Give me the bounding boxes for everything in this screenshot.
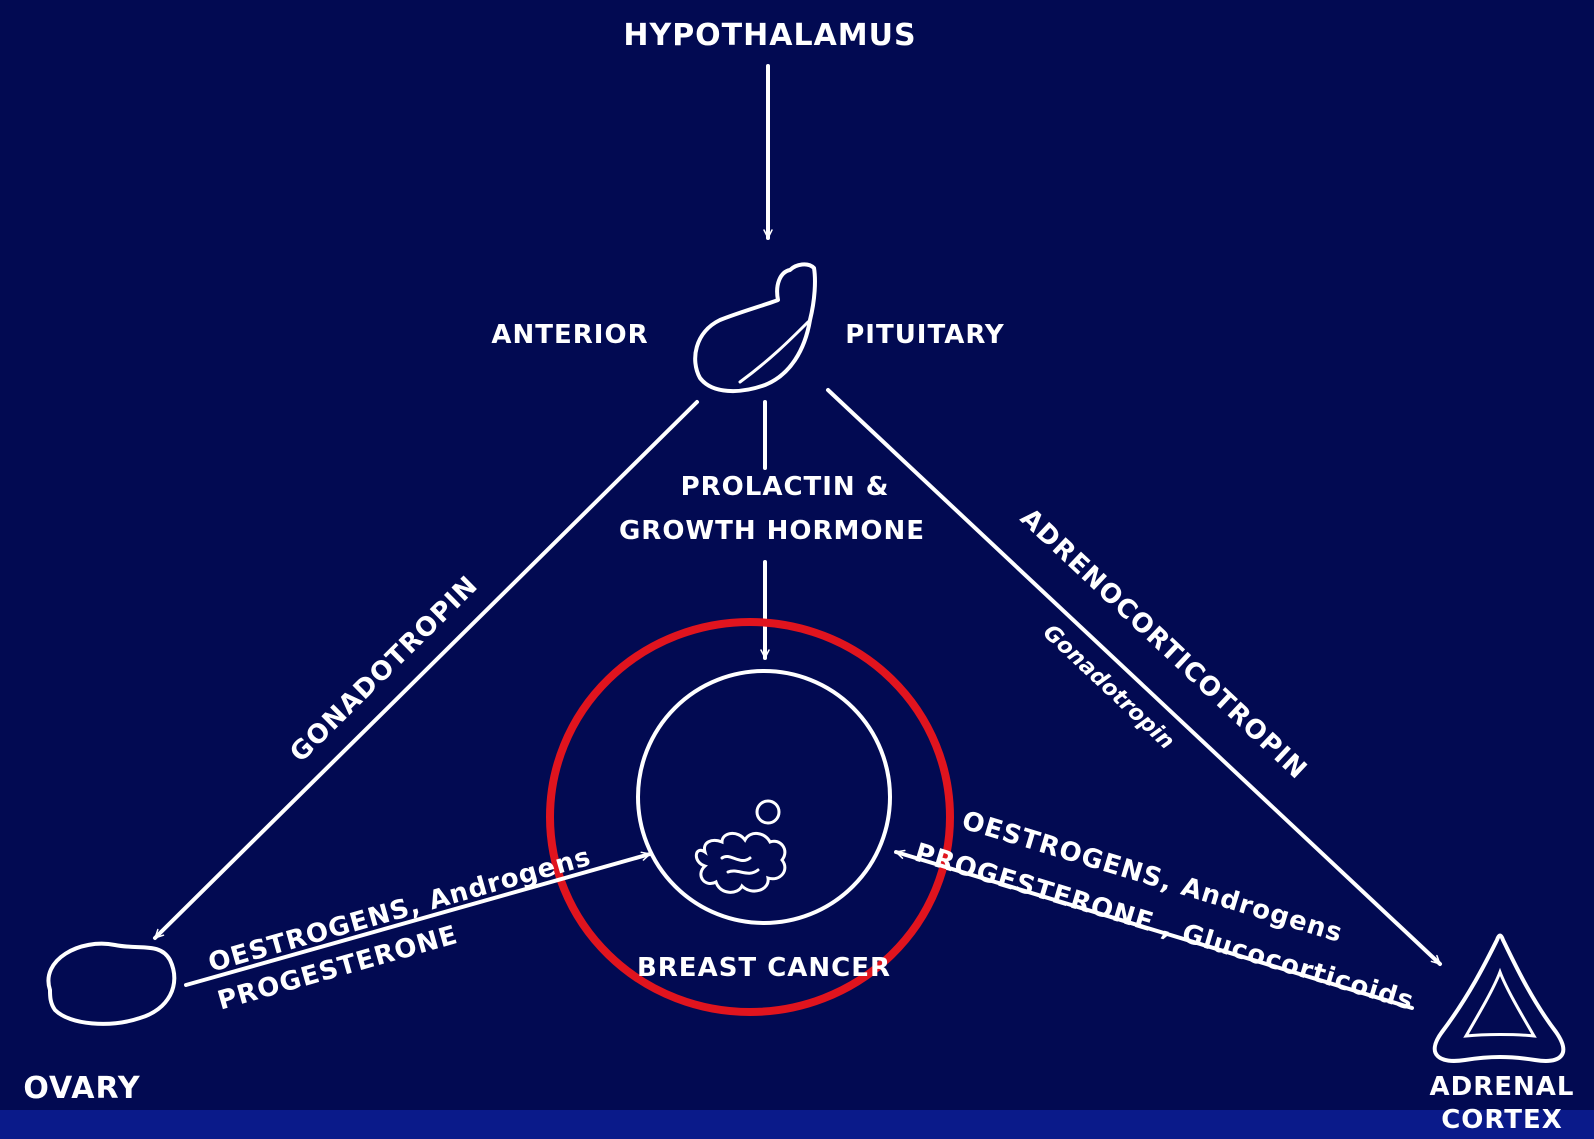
- ovary-icon: [48, 944, 174, 1024]
- pituitary-gland-icon: [695, 264, 815, 391]
- ovary-label: OVARY: [23, 1071, 141, 1106]
- adrenal-label-2: CORTEX: [1441, 1105, 1563, 1135]
- pituitary-label: PITUITARY: [845, 320, 1005, 350]
- breast-icon: [638, 671, 890, 923]
- gonadotropin-label: GONADOTROPIN: [284, 570, 484, 768]
- hypothalamus-label: HYPOTHALAMUS: [623, 18, 916, 53]
- prolactin-label-2: GROWTH HORMONE: [619, 516, 925, 546]
- anterior-label: ANTERIOR: [491, 320, 648, 350]
- adrenal-label-1: ADRENAL: [1430, 1072, 1575, 1102]
- prolactin-label-1: PROLACTIN &: [681, 472, 890, 502]
- footer-strip: [0, 1110, 1594, 1139]
- adrenal-gland-icon: [1435, 936, 1564, 1061]
- breast-cancer-label: BREAST CANCER: [637, 953, 891, 983]
